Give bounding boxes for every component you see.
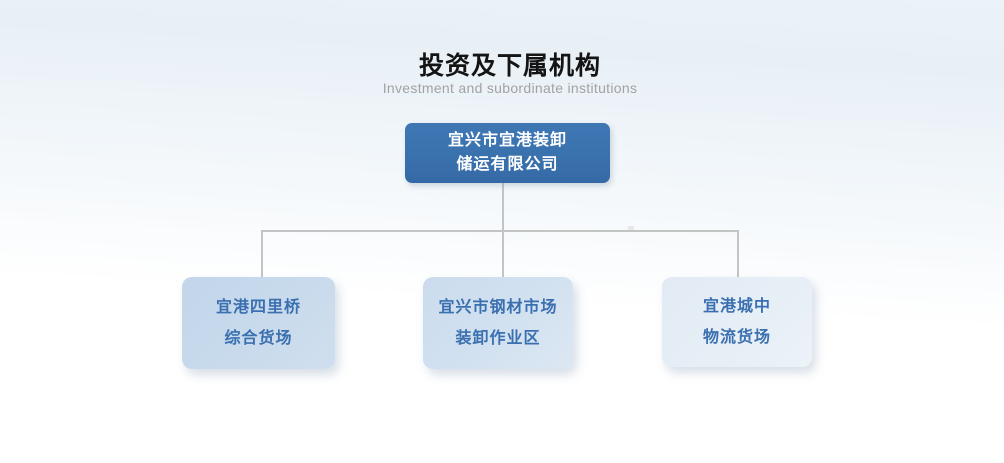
org-node-child-2: 宜兴市钢材市场 装卸作业区 <box>423 277 573 369</box>
org-node-child-2-label-line1: 宜兴市钢材市场 <box>438 299 558 316</box>
org-node-child-1-label-line2: 综合货场 <box>224 330 293 347</box>
org-node-child-1-label-line1: 宜港四里桥 <box>215 299 301 316</box>
org-node-child-2-label-line2: 装卸作业区 <box>455 330 541 347</box>
connector-artifact-notch <box>628 226 634 230</box>
org-node-root: 宜兴市宜港装卸 储运有限公司 <box>405 123 610 183</box>
org-node-child-3-label-line1: 宜港城中 <box>702 298 771 315</box>
org-node-child-3-label-line2: 物流货场 <box>702 329 771 346</box>
page-title: 投资及下属机构 <box>418 52 601 80</box>
page-subtitle: Investment and subordinate institutions <box>382 80 638 96</box>
org-node-child-3: 宜港城中 物流货场 <box>662 277 812 367</box>
connector-horizontal-line <box>261 230 739 232</box>
org-node-child-1: 宜港四里桥 综合货场 <box>182 277 335 369</box>
connector-right-vertical-line <box>737 230 739 277</box>
org-node-root-label-line1: 宜兴市宜港装卸 <box>447 132 567 149</box>
connector-left-vertical-line <box>261 230 263 277</box>
org-node-root-label-line2: 储运有限公司 <box>456 156 559 173</box>
